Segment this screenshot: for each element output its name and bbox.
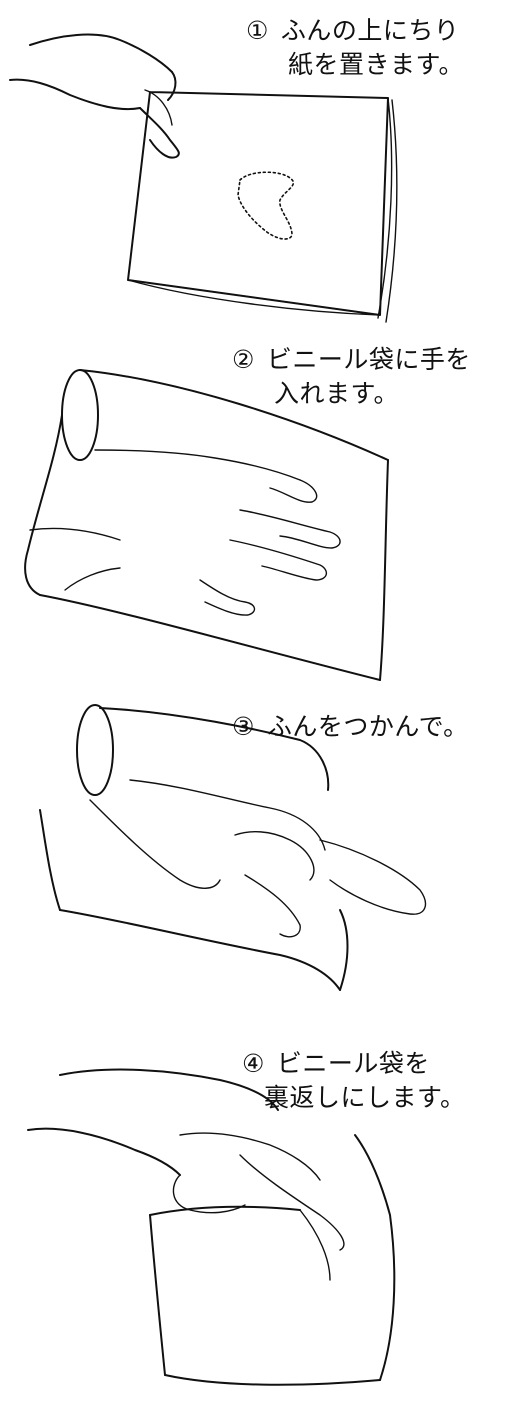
hand-placing-tissue-illustration — [9, 33, 398, 323]
step-3-text-line1: ふんをつかんで。 — [266, 712, 469, 741]
turning-bag-inside-out-illustration — [27, 1068, 396, 1386]
hand-in-plastic-bag-illustration — [24, 369, 389, 681]
step-3-caption: ③ ふんをつかんで。 — [232, 710, 469, 744]
step-4-text-line2: 裏返しにします。 — [264, 1083, 466, 1112]
step-1-text-line1: ふんの上にちり — [280, 16, 460, 45]
grabbing-dung-illustration — [39, 704, 427, 991]
step-4-caption: ④ ビニール袋を 裏返しにします。 — [242, 1047, 466, 1115]
step-2-caption: ② ビニール袋に手を 入れます。 — [232, 343, 471, 411]
step-3-number: ③ — [232, 712, 255, 741]
step-1-number: ① — [246, 16, 269, 45]
step-1-text-line2: 紙を置きます。 — [288, 50, 465, 79]
step-1-caption: ① ふんの上にちり 紙を置きます。 — [246, 14, 464, 82]
step-4-number: ④ — [242, 1049, 265, 1078]
step-3: ③ ふんをつかんで。 — [0, 690, 521, 1035]
step-2: ② ビニール袋に手を 入れます。 — [0, 340, 521, 690]
step-2-number: ② — [232, 345, 255, 374]
step-2-text-line2: 入れます。 — [274, 379, 400, 408]
step-2-text-line1: ビニール袋に手を — [266, 345, 471, 374]
step-4: ④ ビニール袋を 裏返しにします。 — [0, 1035, 521, 1403]
step-1: ① ふんの上にちり 紙を置きます。 — [0, 0, 521, 340]
step-4-text-line1: ビニール袋を — [276, 1049, 430, 1078]
